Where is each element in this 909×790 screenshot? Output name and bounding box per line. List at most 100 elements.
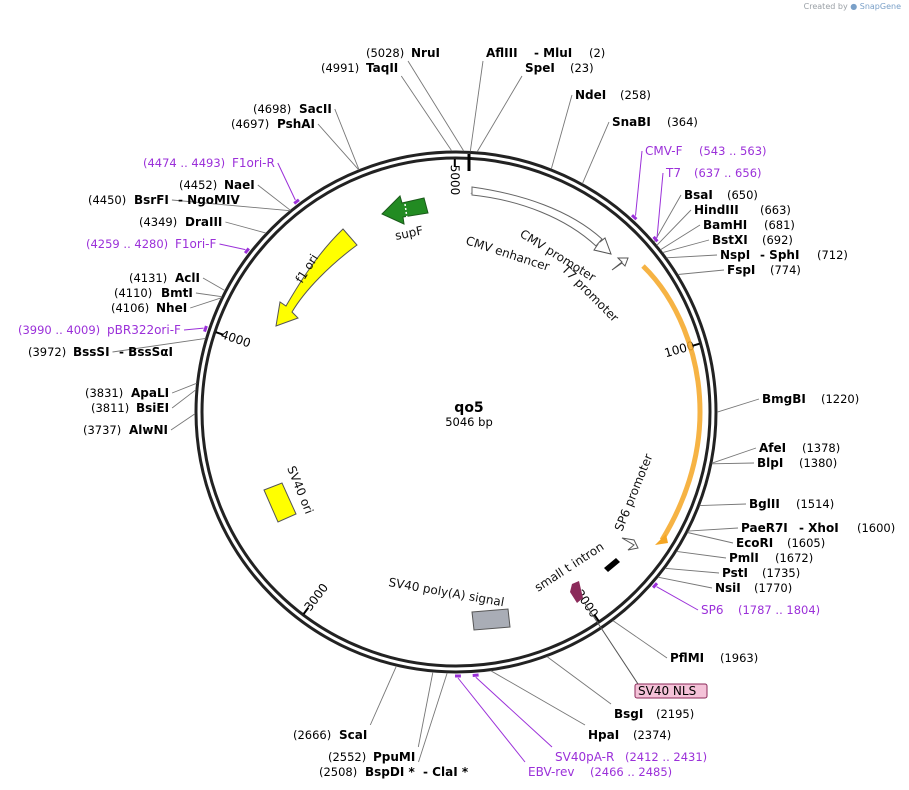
site-pos-bsssi: (3972) [28,345,66,359]
primer-marks [183,150,699,763]
site-leader-line [699,503,747,507]
scale-tick-label: 4000 [219,327,252,350]
site-leader-line [687,532,734,544]
primer-leader-line [656,172,664,238]
site-pos-bmti: (4110) [114,286,152,300]
site-leader-line [334,108,360,170]
plasmid-name: qo5 [454,400,483,416]
primer-pos-t7: (637 .. 656) [694,166,762,180]
cmv-enhancer-band [471,186,603,247]
sv40-ori-box [263,482,297,523]
site-name-mlui: - MluI [534,46,572,60]
site-pos-taqii: (4991) [321,61,359,75]
primer-leader-line [219,243,246,251]
site-name2-clai: ClaI * [432,765,469,779]
site-pos-spei: (23) [570,61,594,75]
site-leader-line [369,665,397,726]
site-pos-acli: (4131) [129,271,167,285]
site-name-bsgi: BsgI [614,707,643,721]
site-pos-bsiei: (3811) [91,401,129,415]
sv40-polya-signal [471,608,511,631]
orf-arc [641,264,703,542]
primer-name-f1ori-f: F1ori-F [175,237,216,251]
site-pos-bsrfi: (4450) [88,193,126,207]
site-leader-line [407,60,465,152]
site-leader-line [202,277,226,291]
site-leader-line [170,413,196,431]
site-pos-pmli: (1672) [775,551,813,565]
site-pos-ecori: (1605) [787,536,825,550]
site-name-afei: AfeI [759,441,786,455]
site-leader-line [688,527,739,532]
backbone-inner-ring [200,156,712,668]
backbone-outer-ring [194,150,718,674]
snapgene-logo-icon: ● [850,2,858,11]
site-name-bsai: BsaI [684,188,713,202]
site-name-bspdi: BspDI * [365,765,415,779]
primer-pos-sp6: (1787 .. 1804) [738,603,820,617]
site-leader-line [417,671,434,748]
site-leader-line [195,292,222,298]
site-pos-nhei: (4106) [111,301,149,315]
site-leader-line [662,239,710,254]
site-name-bmgbi: BmgBI [762,392,806,406]
scale-tick [593,613,600,622]
primer-name-cmv-f: CMV-F [645,144,683,158]
primer-name-f1ori-r: F1ori-R [232,156,275,170]
site-name-bsssi: BssSI [73,345,110,359]
site-leader-line [171,389,197,409]
site-name-hpai: HpaI [588,728,619,742]
primer-leader-line [183,327,204,331]
site-name-ngomiv: - NgoMIV [178,193,240,207]
small-t-intron-mark [604,558,620,572]
small-t-intron-label: small t intron [532,539,606,594]
site-leader-line [490,670,586,726]
site-name-ppumi: PpuMI [373,750,415,764]
site-name2-bsssai: BssSαI [128,345,173,359]
site-pos-bamhi: (681) [764,218,795,232]
site-leader-line [400,75,453,152]
site-pos-fspi: (774) [770,263,801,277]
site-name-clai: - ClaI * [423,765,469,779]
site-leader-line [171,382,197,394]
scale-tick [691,342,700,347]
site-name-fspi: FspI [727,263,755,277]
site-name-xhoi: - XhoI [799,521,839,535]
site-pos-snabi: (364) [667,115,698,129]
site-name-bamhi: BamHI [703,218,747,232]
site-name-pflmi: PflMI [670,651,704,665]
site-name-spei: SpeI [525,61,555,75]
site-name2-sphi: SphI [769,248,799,262]
primer-name-sv40pa-r: SV40pA-R [555,750,614,764]
site-pos-bglii: (1514) [796,497,834,511]
site-leader-line [653,194,682,243]
sv40-nls-arrow [570,581,583,603]
sv40-nls-leader [583,601,639,685]
scale-tick [302,606,310,615]
primer-mark [651,582,659,589]
site-name-bstxi: BstXI [712,233,748,247]
credit-brand: SnapGene [859,2,901,11]
site-name-nhei: NheI [156,301,187,315]
site-pos-ndei: (258) [620,88,651,102]
site-pos-sacii: (4698) [253,102,291,116]
sv40-polya-label: SV40 poly(A) signal [387,575,505,609]
site-leader-lines [112,60,760,763]
site-leader-line [550,94,573,170]
site-name-bsssai: - BssSαI [119,345,173,359]
site-pos-hindiii: (663) [760,203,791,217]
site-pos-ppumi: (2552) [328,750,366,764]
sp6-promoter-arrow [621,537,639,551]
site-name-acli: AclI [175,271,200,285]
site-pos-bmgbi: (1220) [821,392,859,406]
site-name2-ngomiv: NgoMIV [187,193,240,207]
site-name-paer7i: PaeR7I [741,521,788,535]
site-leader-line [225,221,267,234]
primer-pos-pbr322ori-f: (3990 .. 4009) [18,323,100,337]
site-name2-xhoi: XhoI [808,521,839,535]
supF-arrow [381,195,429,225]
site-name2-mlui: MluI [543,46,572,60]
site-pos-hpai: (2374) [633,728,671,742]
primer-labels: CMV-F (543 .. 563) T7 (637 .. 656) (4474… [18,144,820,779]
site-leader-line [112,337,206,353]
